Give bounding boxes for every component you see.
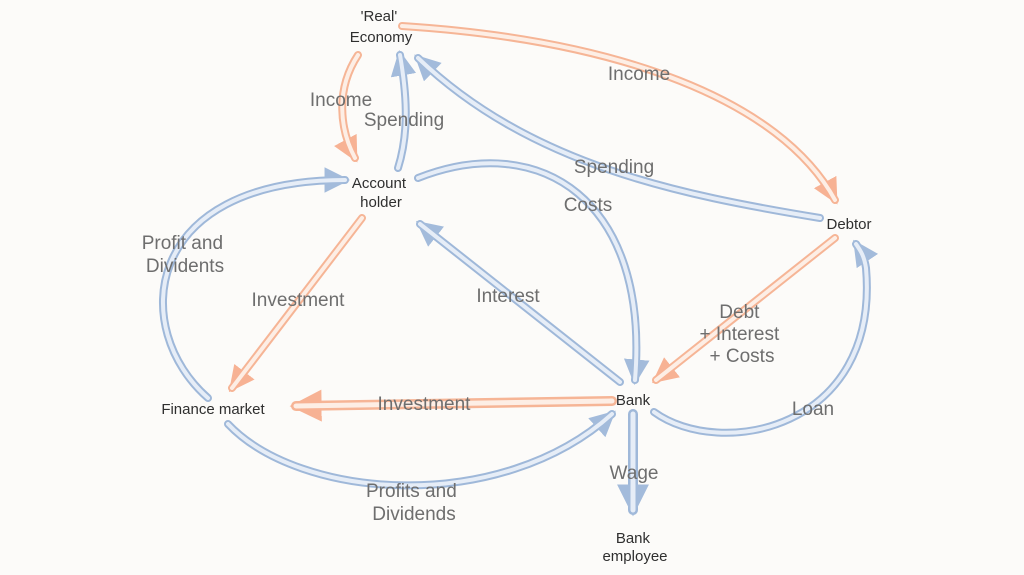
node-debtor: Debtor	[826, 216, 871, 233]
node-account-holder: Account holder	[352, 175, 410, 211]
label-costs-holder-to-bank: Costs	[564, 195, 613, 216]
label-investment-holder-to-market: Investment	[252, 290, 346, 311]
arrow-investment-holder-to-market	[228, 214, 366, 393]
node-bank-employee: Bank employee	[602, 530, 667, 565]
label-income-economy-to-debtor: Income	[608, 64, 670, 85]
arrow-spending-debtor-to-economy	[414, 54, 824, 222]
label-debt-debtor-to-bank: Debt + Interest + Costs	[699, 302, 784, 367]
label-income-economy-to-holder: Income	[310, 90, 372, 111]
arrow-income-economy-to-debtor	[398, 22, 839, 205]
label-wage-bank-to-employee: Wage	[610, 463, 659, 484]
label-loan-bank-to-debtor: Loan	[792, 399, 834, 420]
arrow-spending-holder-to-economy	[390, 49, 417, 172]
node-real-economy: 'Real' Economy	[350, 8, 413, 46]
label-profits-market-to-bank: Profits and Dividends	[366, 481, 462, 525]
arrow-debt-debtor-to-bank	[651, 234, 839, 384]
arrow-loan-bank-to-debtor	[650, 239, 879, 437]
arrow-costs-holder-to-bank	[414, 159, 650, 386]
arrow-investment-bank-to-market	[289, 389, 617, 422]
arrow-profits-market-to-bank	[224, 410, 616, 490]
label-profit-market-to-holder: Profit and Dividents	[142, 233, 229, 277]
label-investment-bank-to-market: Investment	[378, 394, 472, 415]
arrow-profit-market-to-holder	[158, 167, 351, 402]
node-bank: Bank	[616, 392, 651, 409]
arrow-income-economy-to-holder	[334, 51, 362, 163]
label-interest-bank-to-holder: Interest	[476, 286, 540, 307]
arrow-interest-bank-to-holder	[415, 220, 624, 386]
label-spending-holder-to-economy: Spending	[364, 110, 444, 131]
node-finance-market: Finance market	[161, 401, 265, 418]
label-spending-debtor-to-economy: Spending	[574, 157, 654, 178]
